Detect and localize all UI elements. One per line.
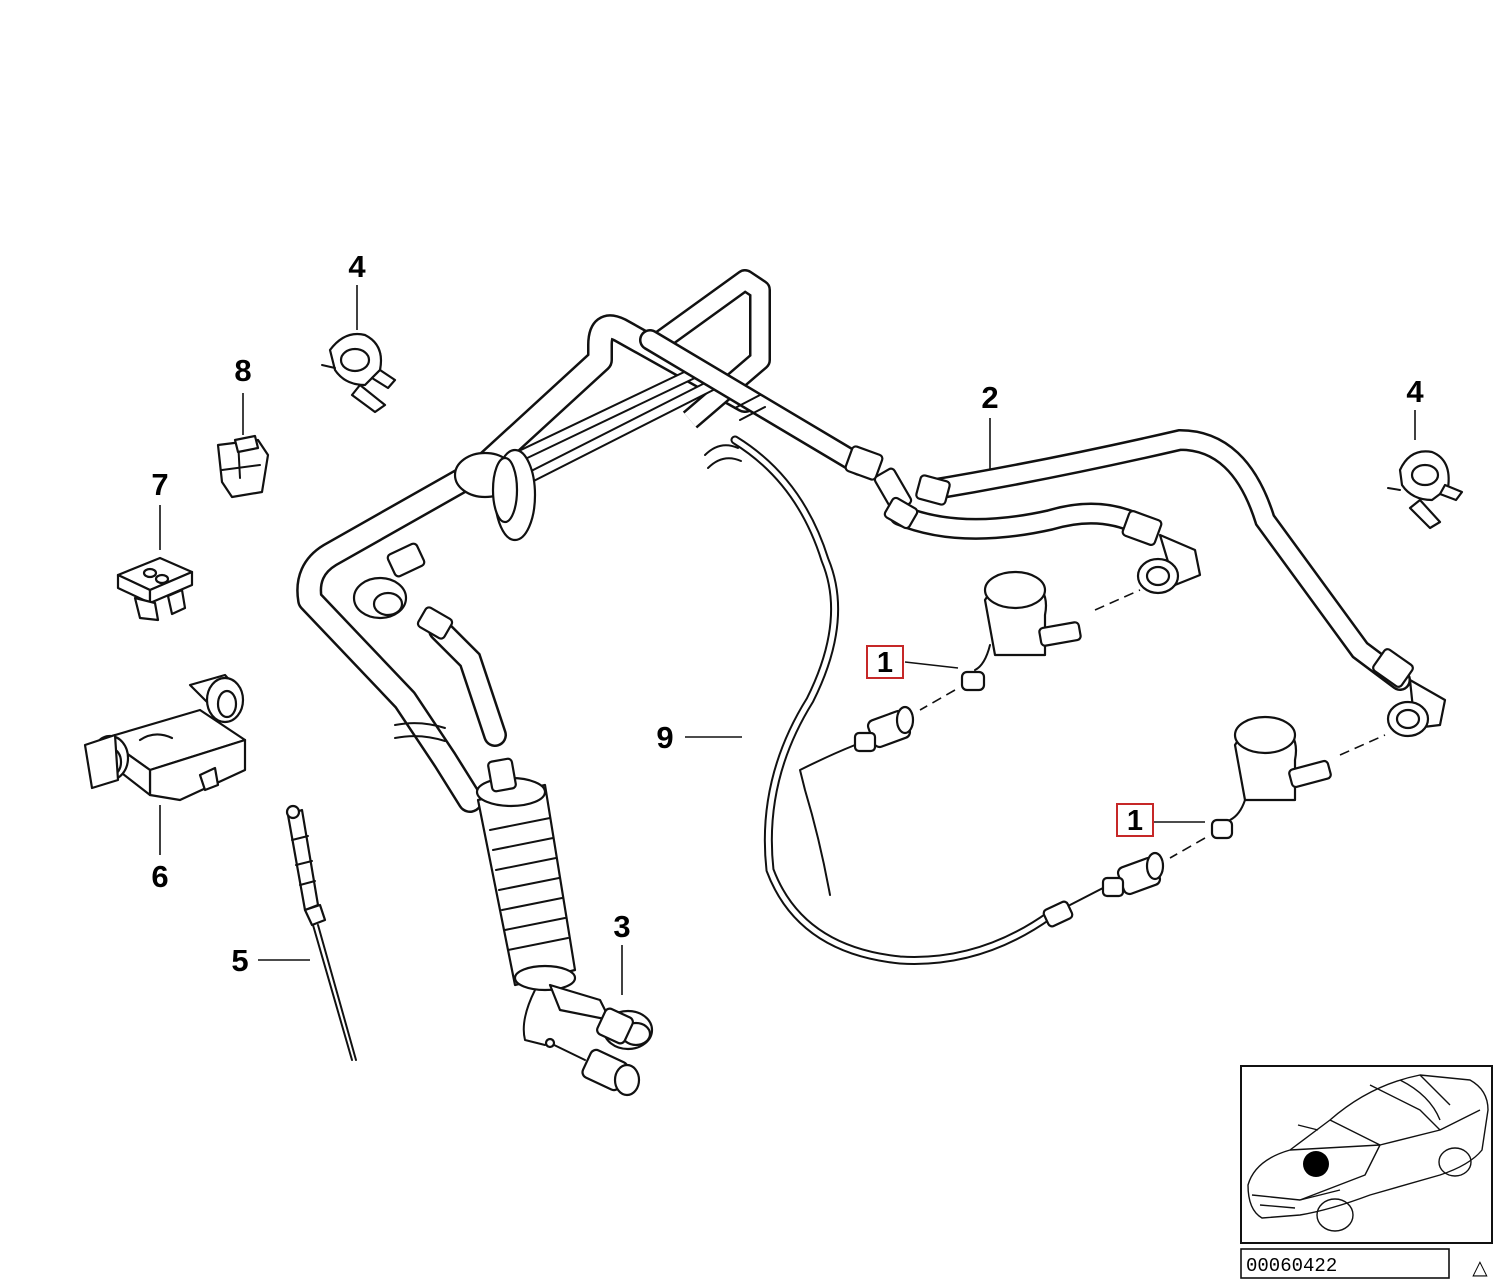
nozzle-lower: [1169, 715, 1386, 859]
callout-8: 8: [234, 353, 251, 388]
hose-harness: [296, 269, 1411, 965]
location-marker-dot: [1303, 1151, 1329, 1177]
callout-2: 2: [981, 380, 998, 415]
left-elbow-connector: [352, 542, 454, 640]
callout-3: 3: [613, 909, 630, 944]
middle-elbow-connector: [1121, 509, 1202, 595]
callout-4-right: 4: [1406, 374, 1424, 409]
car-silhouette: [1247, 1074, 1489, 1232]
clip-7: [116, 556, 194, 622]
clip-8: [216, 434, 270, 499]
svg-text:1: 1: [1127, 805, 1143, 837]
right-elbow-connector: [1372, 648, 1447, 738]
callout-7: 7: [151, 467, 168, 502]
nozzle-upper: [919, 570, 1141, 711]
callout-9: 9: [656, 720, 673, 755]
callout-4-left: 4: [348, 249, 366, 284]
inset-locator: 00060422 △: [1240, 1065, 1493, 1279]
callout-5: 5: [231, 943, 248, 978]
grommet: [453, 448, 537, 542]
callout-6: 6: [151, 859, 168, 894]
reference-number: 00060422: [1246, 1255, 1337, 1277]
callout-1-lower: 1: [1116, 803, 1154, 837]
holder-6: [83, 673, 247, 802]
callout-leaders: [159, 285, 1416, 995]
rod-5: [285, 804, 357, 1061]
clamp-right: [1387, 450, 1464, 530]
callout-1-upper: 1: [866, 645, 904, 679]
clamp-left: [321, 332, 397, 414]
marker-triangle-icon: △: [1472, 1255, 1488, 1279]
plug-lower: [1042, 851, 1165, 928]
plug-upper: [799, 705, 915, 896]
washer-pump: [475, 757, 654, 1097]
t-junction: [844, 445, 951, 530]
svg-text:1: 1: [877, 647, 893, 679]
